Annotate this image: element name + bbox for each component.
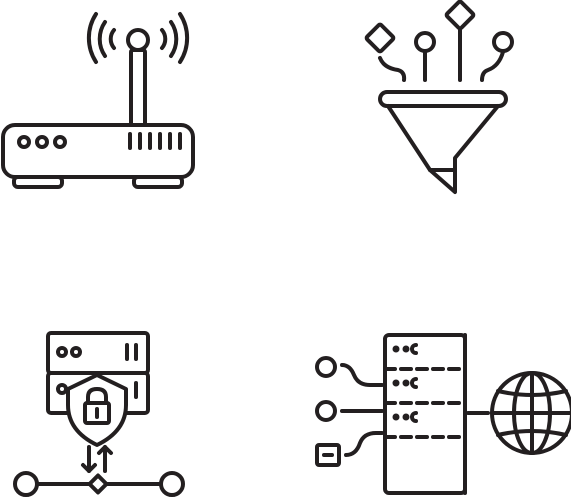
- server-shield-lock-icon: [0, 325, 200, 500]
- wifi-router-icon: [0, 0, 210, 200]
- funnel-icon: [350, 0, 530, 200]
- server-globe-icon: [310, 325, 571, 500]
